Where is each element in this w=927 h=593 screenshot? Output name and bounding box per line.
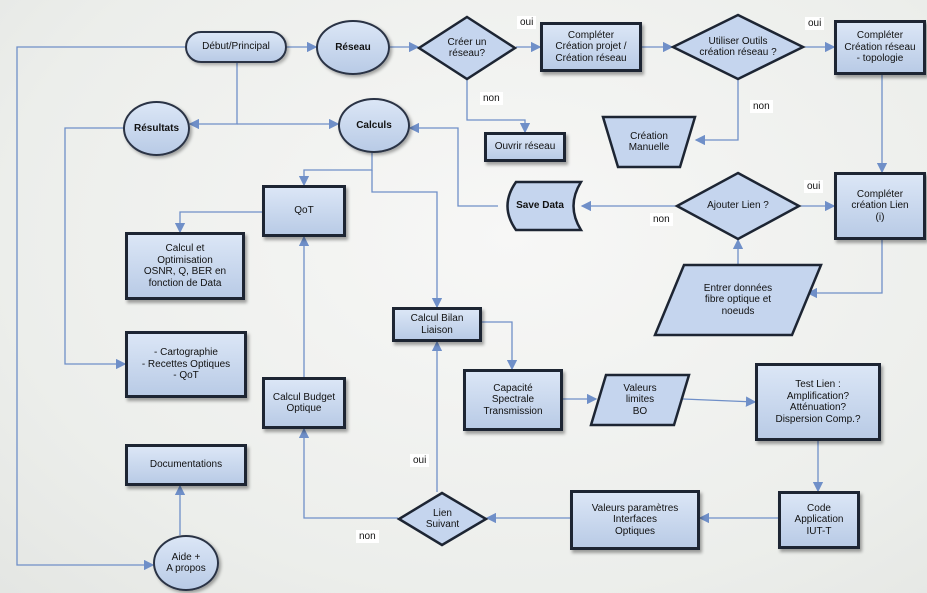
node-capacite-label: Capacité Spectrale Transmission bbox=[483, 382, 543, 417]
node-valeurs-parametres: Valeurs paramètres Interfaces Optiques bbox=[570, 490, 700, 550]
edge-lien-entrer bbox=[806, 240, 883, 299]
node-reseau-label: Réseau bbox=[335, 41, 371, 53]
node-code-application: Code Application IUT-T bbox=[778, 491, 860, 549]
node-creer-reseau-decision: Créer un réseau? bbox=[416, 15, 518, 81]
edge-calculs-bilan bbox=[371, 170, 443, 309]
node-test-lien-label: Test Lien : Amplification? Atténuation? … bbox=[775, 379, 861, 425]
edge-qot-calcul bbox=[174, 211, 262, 234]
node-qot: QoT bbox=[262, 185, 346, 237]
node-save-data: Save Data bbox=[498, 180, 584, 232]
node-calculs-label: Calculs bbox=[356, 119, 392, 131]
node-lien-suivant-decision: Lien Suivant bbox=[396, 491, 489, 547]
node-cartographie: - Cartographie - Recettes Optiques - QoT bbox=[125, 331, 247, 398]
label-non-creer: non bbox=[480, 92, 503, 105]
edge-creer-ouvrir bbox=[466, 80, 531, 134]
node-calcul-bilan-label: Calcul Bilan Liaison bbox=[410, 313, 464, 336]
edge-debut-aide bbox=[16, 46, 185, 571]
node-creation-manuelle: Création Manuelle bbox=[601, 115, 697, 169]
edge-bilan-capacite bbox=[482, 321, 518, 371]
node-completer-topologie: Compléter Création réseau - topologie bbox=[834, 20, 926, 75]
label-non-lien: non bbox=[356, 530, 379, 543]
node-calcul-bilan: Calcul Bilan Liaison bbox=[392, 307, 482, 342]
node-cartographie-label: - Cartographie - Recettes Optiques - QoT bbox=[141, 347, 231, 382]
label-non-outils: non bbox=[750, 100, 773, 113]
node-utiliser-outils-decision: Utiliser Outils création réseau ? bbox=[670, 13, 806, 81]
edge-lien-budget bbox=[298, 427, 398, 519]
node-creation-manuelle-label: Création Manuelle bbox=[628, 130, 670, 154]
node-aide-label: Aide + A propos bbox=[166, 551, 206, 575]
node-valeurs-parametres-label: Valeurs paramètres Interfaces Optiques bbox=[591, 502, 679, 537]
node-calcul-budget: Calcul Budget Optique bbox=[262, 377, 346, 429]
node-aide-a-propos: Aide + A propos bbox=[153, 535, 219, 591]
node-completer-creation-projet: Compléter Création projet / Création rés… bbox=[540, 22, 642, 72]
node-entrer-donnees: Entrer données fibre optique et noeuds bbox=[653, 263, 823, 337]
node-capacite-spectrale: Capacité Spectrale Transmission bbox=[463, 369, 563, 431]
node-test-lien: Test Lien : Amplification? Atténuation? … bbox=[755, 363, 881, 441]
node-valeurs-limites-label: Valeurs limites BO bbox=[623, 382, 657, 417]
node-debut-label: Début/Principal bbox=[202, 41, 270, 53]
label-oui-ajouter: oui bbox=[804, 180, 824, 193]
node-completer-creation-label: Compléter Création projet / Création rés… bbox=[555, 29, 627, 64]
edge-debut-resultats bbox=[188, 63, 238, 130]
node-ajouter-lien-decision: Ajouter Lien ? bbox=[674, 171, 802, 241]
edge-save-calculs bbox=[408, 122, 498, 207]
edge-calculs-qot bbox=[298, 150, 373, 187]
node-qot-label: QoT bbox=[294, 205, 314, 217]
node-completer-lien-label: Compléter création Lien (i) bbox=[851, 188, 909, 223]
edge-resultats-carto bbox=[64, 127, 127, 370]
node-calcul-optimisation: Calcul et Optimisation OSNR, Q, BER en f… bbox=[125, 232, 245, 300]
node-resultats: Résultats bbox=[123, 101, 190, 156]
node-ouvrir-reseau-label: Ouvrir réseau bbox=[494, 141, 556, 153]
node-code-application-label: Code Application IUT-T bbox=[794, 502, 844, 537]
node-creer-reseau-label: Créer un réseau? bbox=[447, 36, 487, 60]
node-documentations-label: Documentations bbox=[149, 459, 223, 471]
node-ouvrir-reseau: Ouvrir réseau bbox=[484, 132, 566, 162]
edge-outils-manuelle bbox=[694, 80, 739, 146]
node-completer-lien: Compléter création Lien (i) bbox=[834, 172, 926, 240]
node-lien-suivant-label: Lien Suivant bbox=[425, 507, 460, 531]
label-oui-outils: oui bbox=[805, 17, 825, 30]
node-documentations: Documentations bbox=[125, 444, 247, 486]
node-calculs: Calculs bbox=[338, 98, 410, 153]
node-entrer-donnees-label: Entrer données fibre optique et noeuds bbox=[703, 282, 773, 317]
node-save-data-label: Save Data bbox=[516, 200, 564, 212]
node-calcul-budget-label: Calcul Budget Optique bbox=[272, 391, 336, 415]
node-valeurs-limites: Valeurs limites BO bbox=[589, 373, 691, 427]
node-ajouter-lien-label: Ajouter Lien ? bbox=[707, 200, 769, 212]
node-reseau: Réseau bbox=[316, 20, 390, 75]
node-debut-principal: Début/Principal bbox=[185, 31, 287, 63]
label-oui-creer: oui bbox=[517, 16, 537, 29]
edge-valeurs-test bbox=[682, 396, 757, 407]
label-non-ajouter: non bbox=[650, 213, 673, 226]
node-completer-topologie-label: Compléter Création réseau - topologie bbox=[844, 30, 916, 65]
node-calcul-optimisation-label: Calcul et Optimisation OSNR, Q, BER en f… bbox=[143, 243, 227, 289]
node-resultats-label: Résultats bbox=[133, 122, 179, 134]
label-oui-lien: oui bbox=[410, 454, 430, 467]
node-utiliser-outils-label: Utiliser Outils création réseau ? bbox=[699, 35, 777, 59]
